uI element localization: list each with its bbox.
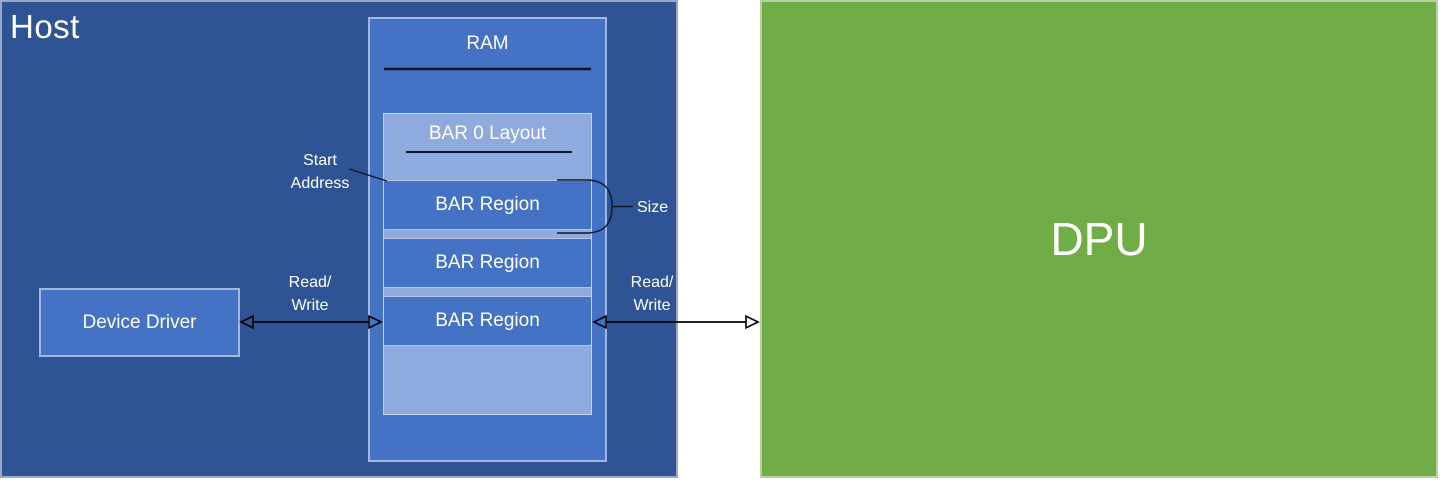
arrowhead-right-icon [745, 314, 760, 330]
host-title: Host [10, 8, 80, 45]
dpu-box: DPU [760, 0, 1438, 478]
ram-title: RAM [466, 33, 509, 54]
bar-region-3: BAR Region [384, 296, 591, 346]
bar-layout-title: BAR 0 Layout [428, 123, 547, 144]
size-label: Size [637, 199, 669, 216]
start-address-label: Start Address [290, 152, 350, 192]
bar-region-2: BAR Region [384, 238, 591, 288]
read-write-dpu-label: Read/ Write [630, 274, 674, 314]
read-write-host-label: Read/ Write [288, 274, 332, 314]
bar-region-1: BAR Region [384, 180, 591, 230]
device-driver-box: Device Driver [39, 288, 240, 357]
